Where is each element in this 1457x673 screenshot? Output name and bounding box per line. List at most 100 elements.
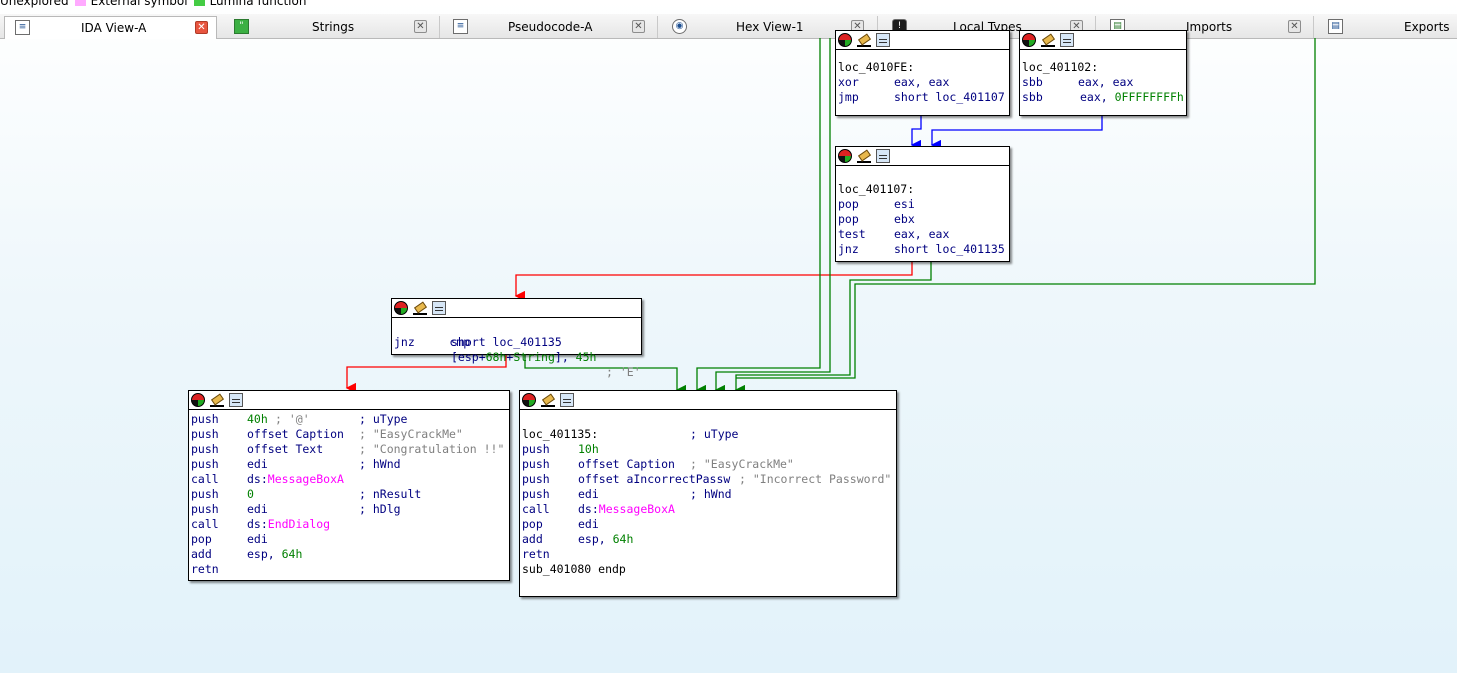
operand-reg: esp,: [247, 547, 282, 561]
code-label[interactable]: loc_401107:: [838, 182, 915, 196]
code-line[interactable]: sub_401080 endp: [522, 562, 896, 577]
operands: edi: [247, 532, 268, 546]
code-line[interactable]: retn: [191, 562, 509, 577]
node-color-icon[interactable]: [1022, 33, 1036, 47]
edge-cmp-to-401135: [524, 354, 687, 396]
node-color-icon[interactable]: [191, 393, 205, 407]
mnemonic: sbb: [1022, 90, 1043, 104]
tab-ida-view-a[interactable]: ≡ IDA View-A ✕: [4, 16, 217, 39]
edge-cmp-to-success: [345, 354, 507, 394]
operands: short loc_401135: [451, 335, 562, 349]
rename-icon[interactable]: [1041, 33, 1055, 47]
rename-icon[interactable]: [210, 393, 224, 407]
import-name[interactable]: MessageBoxA: [598, 502, 675, 516]
tab-exports[interactable]: ▤ Exports: [1314, 16, 1457, 38]
rename-icon[interactable]: [857, 33, 871, 47]
tab-label: Hex View-1: [736, 20, 804, 34]
tab-pseudocode-a[interactable]: ≡ Pseudocode-A ✕: [440, 16, 658, 38]
mnemonic: xor: [838, 75, 859, 89]
tab-label: Imports: [1186, 20, 1233, 34]
segment-prefix: ds:: [247, 517, 268, 531]
mnemonic: cmp: [449, 335, 471, 349]
code-label[interactable]: loc_4010FE:: [838, 60, 915, 74]
close-icon[interactable]: ✕: [195, 21, 208, 34]
node-header: [836, 31, 1009, 50]
code-line[interactable]: cmp [esp+68h+String], 45h ; 'E': [394, 320, 641, 379]
node-color-icon[interactable]: [394, 301, 408, 315]
rename-icon[interactable]: [541, 393, 555, 407]
comment-arg: ; hWnd: [690, 487, 732, 501]
code-line[interactable]: call ds:EndDialog: [191, 517, 509, 532]
code-label[interactable]: loc_401135:: [522, 427, 599, 441]
comment: ; "Incorrect Password": [739, 472, 892, 486]
rename-icon[interactable]: [413, 301, 427, 315]
mnemonic: retn: [191, 562, 219, 576]
group-nodes-icon[interactable]: [560, 393, 574, 407]
node-color-icon[interactable]: [838, 33, 852, 47]
rename-icon[interactable]: [857, 149, 871, 163]
code-line[interactable]: retn: [522, 547, 896, 562]
operands: edi: [578, 517, 599, 531]
mnemonic: call: [522, 502, 550, 516]
node-color-icon[interactable]: [838, 149, 852, 163]
import-name[interactable]: EndDialog: [267, 517, 331, 531]
close-icon[interactable]: ✕: [1288, 20, 1301, 33]
color-legend: Unexplored External symbol Lumina functi…: [0, 0, 306, 8]
code-label[interactable]: loc_401102:: [1022, 60, 1099, 74]
operand-reg: esp,: [578, 532, 613, 546]
mnemonic: push: [191, 412, 219, 426]
legend-external-swatch: [74, 0, 86, 6]
code-line[interactable]: loc_401135:; uType: [522, 427, 896, 442]
tab-hex-view-1[interactable]: ◉ Hex View-1 ✕: [658, 16, 878, 38]
mnemonic: call: [191, 517, 219, 531]
tab-strings[interactable]: " Strings ✕: [222, 16, 440, 38]
pseudocode-icon: ≡: [453, 19, 468, 34]
group-nodes-icon[interactable]: [432, 301, 446, 315]
group-nodes-icon[interactable]: [876, 33, 890, 47]
close-icon[interactable]: ✕: [632, 20, 645, 33]
group-nodes-icon[interactable]: [876, 149, 890, 163]
group-nodes-icon[interactable]: [229, 393, 243, 407]
group-nodes-icon[interactable]: [1060, 33, 1074, 47]
operands: edi: [578, 487, 599, 501]
import-name[interactable]: MessageBoxA: [267, 472, 344, 486]
comment: ; "Congratulation !!": [359, 442, 505, 456]
mnemonic: push: [191, 502, 219, 516]
close-icon[interactable]: ✕: [414, 20, 427, 33]
node-color-icon[interactable]: [522, 393, 536, 407]
tab-imports[interactable]: ▤ Imports ✕: [1096, 16, 1314, 38]
